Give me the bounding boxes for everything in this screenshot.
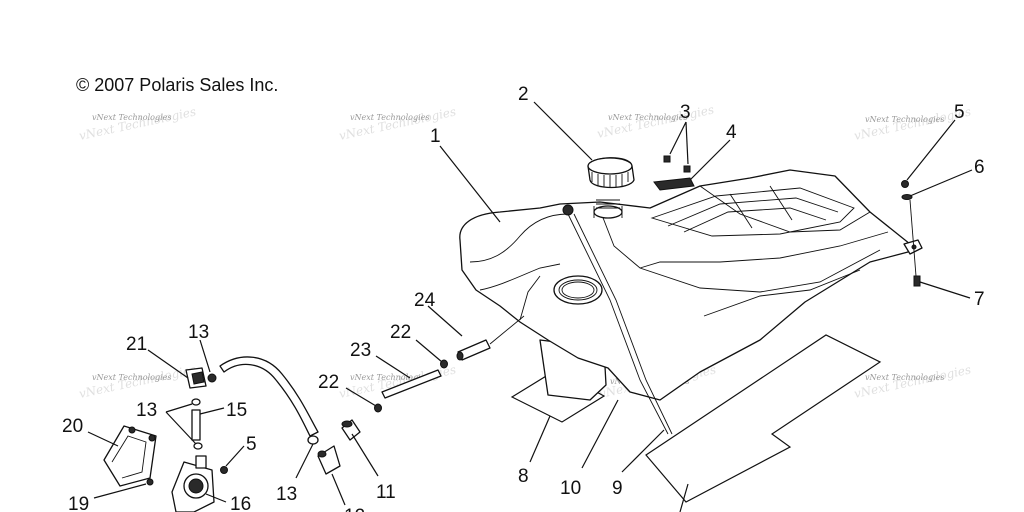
pin-24 [456, 339, 491, 361]
bolt-7 [913, 275, 921, 287]
callout-21: 21 [126, 334, 147, 355]
callout-10: 10 [560, 478, 581, 499]
callout-20: 20 [62, 416, 83, 437]
nut-5-right [901, 180, 909, 188]
callout-6: 6 [974, 157, 985, 178]
callout-5-right: 5 [954, 102, 965, 123]
fuel-tank [459, 169, 923, 401]
callout-16: 16 [230, 494, 251, 512]
elbow-12 [317, 445, 341, 475]
bushing-22-right [440, 359, 448, 369]
watermark-2: vNext Technologies [350, 113, 429, 122]
callout-13-bottom: 13 [276, 484, 297, 505]
callout-8: 8 [518, 466, 529, 487]
watermark-1: vNext Technologies [92, 113, 171, 122]
bushing-22-left [374, 403, 382, 413]
fuel-tank-body [459, 169, 911, 401]
vent-line [567, 213, 669, 435]
callout-23: 23 [350, 340, 371, 361]
watermark-8: vNext Technologies [865, 373, 944, 382]
callout-9: 9 [612, 478, 623, 499]
fuel-cap [587, 157, 635, 189]
watermark-5: vNext Technologies [92, 373, 171, 382]
callout-2: 2 [518, 84, 529, 105]
callouts: 1 2 3 4 5 6 7 8 9 10 11 12 13 13 13 15 1… [62, 84, 985, 512]
bolts-3 [663, 155, 691, 173]
callout-5-left: 5 [246, 434, 257, 455]
rod-23 [381, 369, 442, 399]
tube-15 [191, 409, 201, 441]
washer-6 [901, 194, 913, 200]
callout-4: 4 [726, 122, 737, 143]
callout-12: 12 [344, 506, 365, 512]
clamp-13-lower [193, 442, 203, 450]
pad-9-shape [645, 334, 882, 503]
copyright-text: © 2007 Polaris Sales Inc. [76, 75, 278, 95]
callout-22-left: 22 [318, 372, 339, 393]
leader-lines [87, 101, 973, 512]
bracket-20 [103, 425, 157, 487]
callout-24: 24 [414, 290, 436, 311]
pump-opening [553, 275, 603, 305]
callout-7: 7 [974, 289, 985, 310]
callout-1: 1 [430, 126, 441, 147]
callout-19: 19 [68, 494, 89, 512]
clamp-13-top [207, 373, 217, 383]
callout-15: 15 [226, 400, 247, 421]
nut-5-left [220, 466, 228, 474]
valve-21 [185, 367, 207, 389]
callout-3: 3 [680, 102, 691, 123]
watermark-4: vNext Technologies [865, 115, 944, 124]
callout-13-top: 13 [188, 322, 209, 343]
fitting-11 [341, 419, 361, 441]
bracket-4 [653, 177, 695, 191]
fuel-hose [219, 356, 319, 437]
watermark-shadow-1: vNext Technologies [78, 104, 198, 142]
bolt-19 [146, 478, 154, 486]
clamp-13-upper [191, 398, 201, 406]
pump-16 [171, 455, 215, 512]
watermark-6: vNext Technologies [350, 373, 429, 382]
clamp-13-center [307, 435, 319, 445]
callout-13-mid: 13 [136, 400, 157, 421]
callout-11: 11 [376, 482, 396, 503]
callout-22-right: 22 [390, 322, 411, 343]
watermark-3: vNext Technologies [608, 113, 687, 122]
